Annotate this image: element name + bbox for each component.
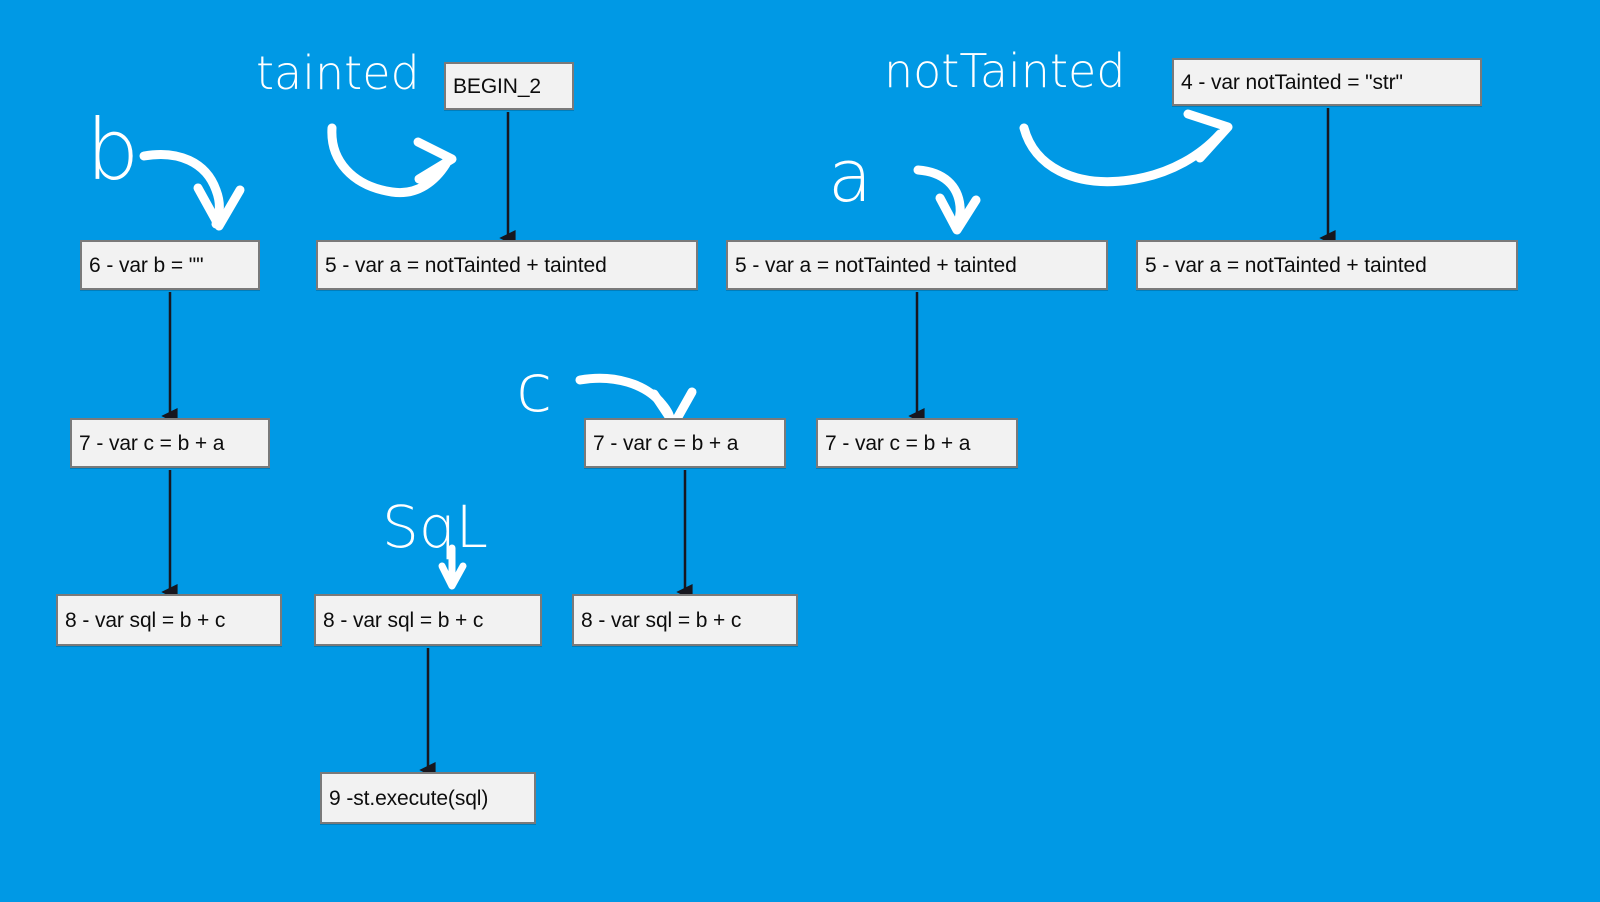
node-n8_c1[interactable]: 8 - var sql = b + c bbox=[56, 594, 282, 646]
ann-b: b bbox=[86, 101, 140, 199]
ann-sql: SqL bbox=[382, 493, 488, 561]
ann-nottainted: notTainted bbox=[884, 44, 1126, 98]
annotation-arrow-nottainted bbox=[1019, 109, 1233, 187]
node-n6_c1[interactable]: 6 - var b = "" bbox=[80, 240, 260, 290]
ann-a: a bbox=[828, 134, 873, 218]
ann-tainted: tainted bbox=[256, 46, 420, 100]
node-n7_c3[interactable]: 7 - var c = b + a bbox=[584, 418, 786, 468]
annotation-arrow-tainted bbox=[327, 123, 457, 198]
node-begin2[interactable]: BEGIN_2 bbox=[444, 62, 574, 110]
annotation-arrow-b bbox=[139, 150, 245, 231]
node-n8_c3[interactable]: 8 - var sql = b + c bbox=[572, 594, 798, 646]
annotation-arrow-a bbox=[913, 165, 981, 235]
node-n7_c4[interactable]: 7 - var c = b + a bbox=[816, 418, 1018, 468]
node-n4[interactable]: 4 - var notTainted = "str" bbox=[1172, 58, 1482, 106]
node-n5_c2[interactable]: 5 - var a = notTainted + tainted bbox=[316, 240, 698, 290]
annotation-arrows bbox=[139, 109, 1233, 590]
node-n7_c1[interactable]: 7 - var c = b + a bbox=[70, 418, 270, 468]
node-n9[interactable]: 9 -st.execute(sql) bbox=[320, 772, 536, 824]
ann-c: c bbox=[516, 350, 553, 427]
node-n5_c4[interactable]: 5 - var a = notTainted + tainted bbox=[1136, 240, 1518, 290]
node-n5_c3[interactable]: 5 - var a = notTainted + tainted bbox=[726, 240, 1108, 290]
node-n8_c2[interactable]: 8 - var sql = b + c bbox=[314, 594, 542, 646]
